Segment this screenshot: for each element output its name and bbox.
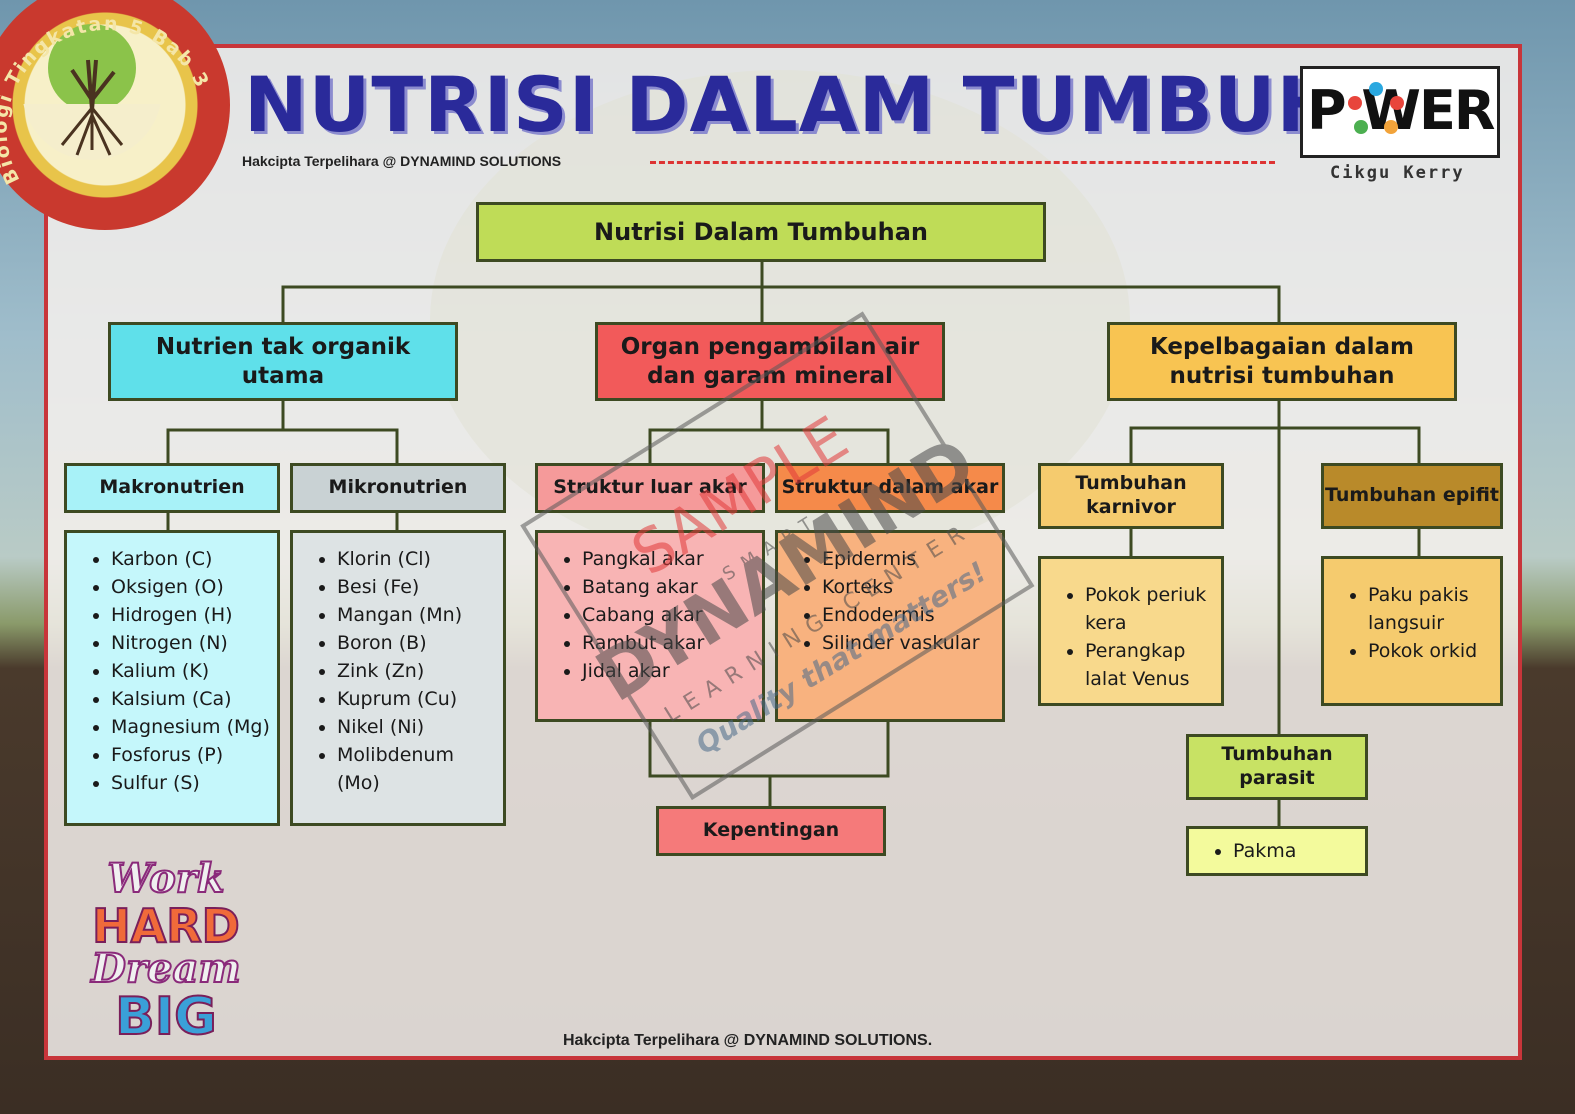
node-struktur-luar: Struktur luar akar [535, 463, 765, 513]
list-item: Mangan (Mn) [337, 601, 497, 629]
root-node: Nutrisi Dalam Tumbuhan [476, 202, 1046, 262]
list-item: Besi (Fe) [337, 573, 497, 601]
list-item: Karbon (C) [111, 545, 271, 573]
people-circle-icon [1348, 82, 1404, 134]
badge-ring-text: Biologi Tingkatan 5 Bab 3 [0, 13, 212, 188]
list-item: Cabang akar [582, 601, 756, 629]
list-item: Kalsium (Ca) [111, 685, 271, 713]
node-tumbuhan-karnivor: Tumbuhan karnivor [1038, 463, 1224, 529]
list-item: Sulfur (S) [111, 769, 271, 797]
copyright-top: Hakcipta Terpelihara @ DYNAMIND SOLUTION… [242, 153, 562, 169]
list-item: Zink (Zn) [337, 657, 497, 685]
sticker-line-3: Dream [90, 945, 240, 992]
list-item: Klorin (Cl) [337, 545, 497, 573]
node-kepelbagaian: Kepelbagaian dalam nutrisi tumbuhan [1107, 322, 1457, 401]
list-item: Paku pakis langsuir [1368, 581, 1494, 637]
list-karnivor: Pokok periuk keraPerangkap lalat Venus [1038, 556, 1224, 706]
list-item: Silinder vaskular [822, 629, 996, 657]
page-title: NUTRISI DALAM TUMBUHAN [244, 60, 1466, 149]
power-logo-text: P WER [1307, 79, 1495, 142]
list-item: Hidrogen (H) [111, 601, 271, 629]
list-item: Pokok orkid [1368, 637, 1494, 665]
sticker-line-1: Work [107, 855, 224, 902]
list-item: Boron (B) [337, 629, 497, 657]
node-makronutrien: Makronutrien [64, 463, 280, 513]
node-tumbuhan-epifit: Tumbuhan epifit [1321, 463, 1503, 529]
node-tumbuhan-parasit: Tumbuhan parasit [1186, 734, 1368, 800]
logo-subtitle: Cikgu Kerry [1330, 163, 1465, 183]
list-item: Kuprum (Cu) [337, 685, 497, 713]
list-item: Fosforus (P) [111, 741, 271, 769]
list-item: Korteks [822, 573, 996, 601]
list-struktur-dalam: EpidermisKorteksEndodermisSilinder vasku… [775, 530, 1005, 722]
list-item: Pakma [1233, 837, 1359, 865]
power-logo: P WER [1300, 66, 1500, 158]
tree-icon [22, 20, 162, 160]
node-mikronutrien: Mikronutrien [290, 463, 506, 513]
list-mikronutrien: Klorin (Cl)Besi (Fe)Mangan (Mn)Boron (B)… [290, 530, 506, 826]
sticker-line-4: BIG [115, 987, 217, 1047]
node-organ-pengambilan: Organ pengambilan air dan garam mineral [595, 322, 945, 401]
list-makronutrien: Karbon (C)Oksigen (O)Hidrogen (H)Nitroge… [64, 530, 280, 826]
copyright-bottom: Hakcipta Terpelihara @ DYNAMIND SOLUTION… [563, 1032, 933, 1049]
motivation-sticker: Work HARD Dream BIG [89, 854, 241, 1048]
list-parasit: Pakma [1186, 826, 1368, 876]
list-item: Batang akar [582, 573, 756, 601]
list-item: Perangkap lalat Venus [1085, 637, 1215, 693]
node-nutrien-tak-organik: Nutrien tak organik utama [108, 322, 458, 401]
list-item: Rambut akar [582, 629, 756, 657]
list-item: Molibdenum (Mo) [337, 741, 497, 797]
list-item: Kalium (K) [111, 657, 271, 685]
list-item: Pokok periuk kera [1085, 581, 1215, 637]
list-item: Epidermis [822, 545, 996, 573]
node-struktur-dalam: Struktur dalam akar [775, 463, 1005, 513]
list-epifit: Paku pakis langsuirPokok orkid [1321, 556, 1503, 706]
dashed-divider [650, 161, 1275, 164]
list-item: Nikel (Ni) [337, 713, 497, 741]
list-item: Magnesium (Mg) [111, 713, 271, 741]
list-item: Endodermis [822, 601, 996, 629]
sticker-line-2: HARD [92, 899, 240, 953]
list-item: Jidal akar [582, 657, 756, 685]
list-struktur-luar: Pangkal akarBatang akarCabang akarRambut… [535, 530, 765, 722]
list-item: Pangkal akar [582, 545, 756, 573]
list-item: Nitrogen (N) [111, 629, 271, 657]
node-kepentingan: Kepentingan [656, 806, 886, 856]
subject-badge: Biologi Tingkatan 5 Bab 3 [0, 0, 230, 230]
list-item: Oksigen (O) [111, 573, 271, 601]
